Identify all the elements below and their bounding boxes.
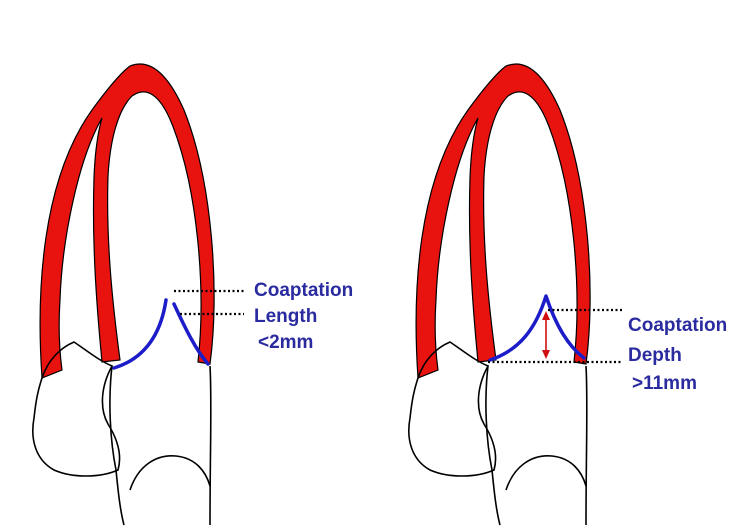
right-panel-aortic-outline xyxy=(408,341,497,477)
right-panel-mitral-leaflets xyxy=(488,294,586,362)
left-panel-aortic-outline xyxy=(32,341,121,477)
right-label-line-2: Depth xyxy=(628,345,682,366)
right-label-line-1: Coaptation xyxy=(628,315,728,336)
left-heart-illustration xyxy=(32,63,244,526)
coaptation-depth-arrow xyxy=(542,311,550,359)
right-panel-atrium-outline xyxy=(585,365,588,526)
left-label-line-1: Coaptation xyxy=(254,280,354,301)
left-panel-mitral-leaflets xyxy=(112,298,210,370)
right-label-line-3: >11mm xyxy=(632,373,697,394)
left-panel-atrium-curve xyxy=(129,455,211,491)
right-panel-label: Coaptation Depth >11mm xyxy=(628,314,727,395)
left-panel-ventricle-wall xyxy=(39,63,215,379)
right-panel-ventricle-wall xyxy=(415,63,591,379)
left-panel-chamber-outline xyxy=(109,365,125,526)
left-panel-atrium-outline xyxy=(209,365,212,526)
left-label-line-3: <2mm xyxy=(258,332,314,353)
left-panel-label: Coaptation Length <2mm xyxy=(254,279,353,354)
right-panel-atrium-curve xyxy=(505,455,587,491)
right-heart-illustration xyxy=(408,63,622,526)
right-panel-chamber-outline xyxy=(485,365,501,526)
left-label-line-2: Length xyxy=(254,306,318,327)
